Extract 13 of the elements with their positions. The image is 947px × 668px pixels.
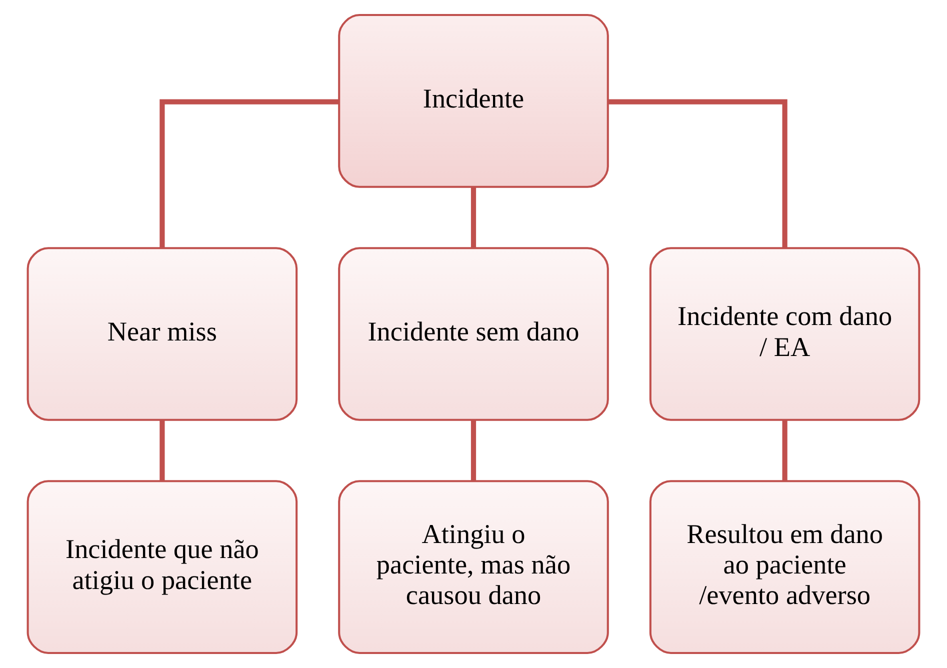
node-box: Incidente [338,14,609,188]
node-box: Near miss [26,247,298,421]
connector [160,99,339,248]
connector [608,99,788,248]
node-box: Resultou em dano ao paciente /evento adverso [649,480,920,654]
node-box: Atingiu o paciente, mas não causou dano [338,480,609,654]
connector [782,420,788,481]
connector [470,420,476,481]
node-box: Incidente com dano / EA [649,247,920,421]
connector [160,420,165,481]
node-box: Incidente que não atigiu o paciente [26,480,298,654]
node-box: Incidente sem dano [338,247,609,421]
connector [470,187,476,248]
